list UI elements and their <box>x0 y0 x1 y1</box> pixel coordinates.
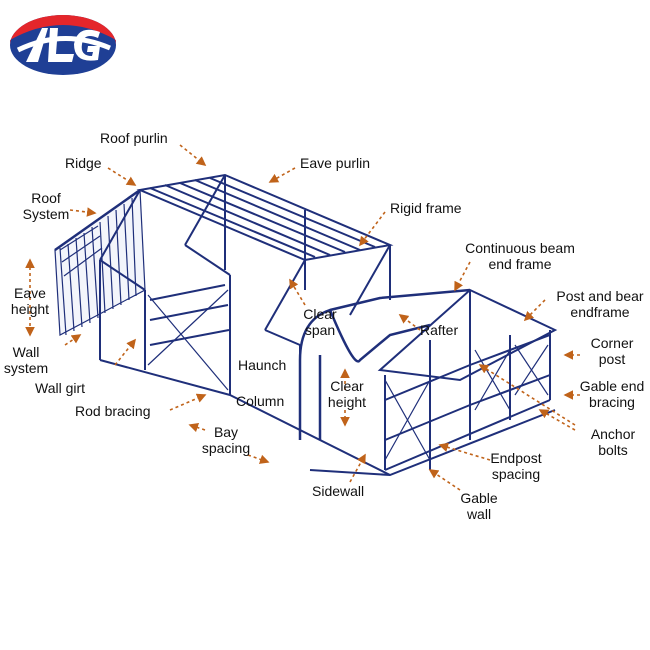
label-clear-height-line1: Clear <box>330 378 364 394</box>
label-eave-height: Eave height <box>6 285 54 317</box>
label-anchor-bolts-line1: Anchor <box>590 426 636 442</box>
roof-frame-lines <box>99 173 394 476</box>
label-gable-end-bracing-line1: Gable end <box>579 378 645 394</box>
end-frame <box>309 288 558 477</box>
label-bay-spacing-line1: Bay <box>213 424 239 440</box>
label-corner-post: Corner post <box>584 335 640 367</box>
logo-ellipse-red-top <box>10 15 116 45</box>
label-gable-end-bracing-line2: bracing <box>589 394 635 410</box>
label-gable-wall-line1: Gable <box>460 490 498 506</box>
rigid-frame-arch <box>298 288 471 440</box>
label-gable-end-bracing: Gable end bracing <box>574 378 650 410</box>
label-post-and-beam-line2: endframe <box>570 304 630 320</box>
label-bay-spacing-line2: spacing <box>201 440 251 456</box>
label-endpost-spacing: Endpost spacing <box>478 450 554 482</box>
label-haunch: Haunch <box>238 357 287 373</box>
label-rigid-frame: Rigid frame <box>390 200 462 216</box>
label-post-and-beam: Post and bear endframe <box>550 288 650 320</box>
logo-letter-l <box>48 28 74 62</box>
label-eave-height-line2: height <box>10 301 50 317</box>
label-clear-span-line2: span <box>304 322 336 338</box>
label-anchor-bolts: Anchor bolts <box>580 426 646 458</box>
label-ridge: Ridge <box>65 155 102 171</box>
label-endpost-spacing-line1: Endpost <box>490 450 542 466</box>
logo-letter-g <box>74 29 100 61</box>
label-endpost-spacing-line2: spacing <box>491 466 541 482</box>
logo-letter-a <box>26 28 48 62</box>
label-corner-post-line2: post <box>598 351 626 367</box>
label-clear-span: Clear span <box>298 306 342 338</box>
label-wall-system-line2: system <box>3 360 49 376</box>
label-sidewall: Sidewall <box>312 483 365 499</box>
label-clear-height: Clear height <box>322 378 372 410</box>
label-clear-height-line2: height <box>327 394 367 410</box>
label-anchor-bolts-line2: bolts <box>598 442 628 458</box>
brand-logo <box>10 15 116 75</box>
label-rod-bracing: Rod bracing <box>75 403 151 419</box>
label-rafter: Rafter <box>420 322 459 338</box>
label-wall-system-line1: Wall <box>12 344 40 360</box>
label-continuous-beam: Continuous beam end frame <box>450 240 590 272</box>
label-gable-wall-line2: wall <box>466 506 492 522</box>
label-clear-span-line1: Clear <box>303 306 337 322</box>
label-eave-height-line1: Eave <box>14 285 46 301</box>
logo-swoosh-white <box>16 36 111 53</box>
label-wall-system: Wall system <box>0 344 52 376</box>
annotation-arrows <box>25 144 580 491</box>
label-bay-spacing: Bay spacing <box>196 424 256 456</box>
label-roof-system-line1: Roof <box>31 190 61 206</box>
label-gable-wall: Gable wall <box>452 490 506 522</box>
label-continuous-beam-line2: end frame <box>488 256 552 272</box>
label-column: Column <box>236 393 285 409</box>
label-continuous-beam-line1: Continuous beam <box>465 240 575 256</box>
label-eave-purlin: Eave purlin <box>300 155 371 171</box>
label-roof-system: Roof System <box>18 190 74 222</box>
label-corner-post-line1: Corner <box>590 335 634 351</box>
label-post-and-beam-line1: Post and bear <box>556 288 644 304</box>
label-wall-girt: Wall girt <box>35 380 86 396</box>
label-roof-purlin: Roof purlin <box>100 130 168 146</box>
label-roof-system-line2: System <box>22 206 70 222</box>
